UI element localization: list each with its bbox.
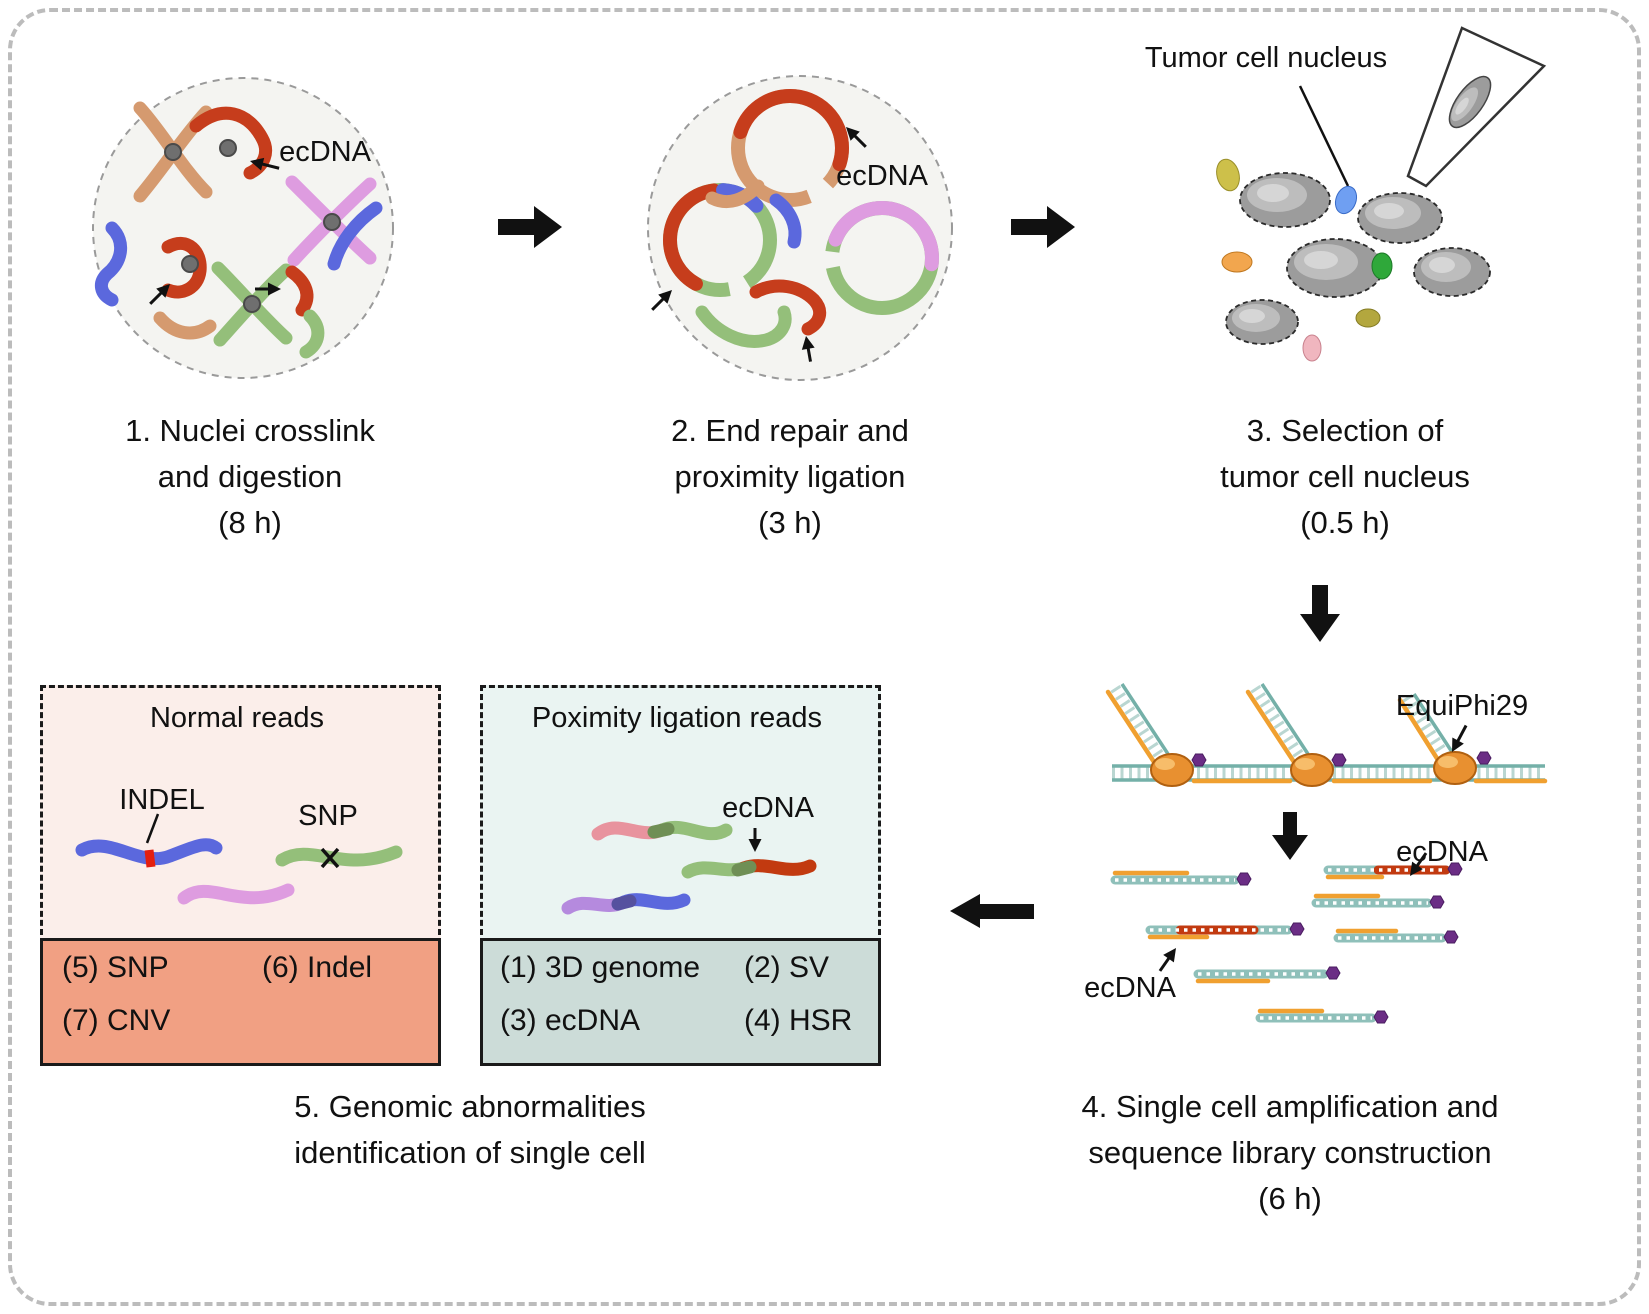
caption-line: proximity ligation — [674, 459, 906, 494]
ligation-result-item: (3) ecDNA — [500, 1004, 641, 1037]
normal-result-item: (5) SNP — [62, 951, 169, 984]
equiphi29-label: EquiPhi29 — [1395, 690, 1529, 722]
caption-line: sequence library construction — [1088, 1135, 1492, 1170]
caption-line: 3. Selection of — [1246, 413, 1444, 448]
ecdna-label-step1: ecDNA — [279, 136, 371, 168]
caption-line: (6 h) — [1258, 1181, 1322, 1216]
ligation-result-item: (4) HSR — [744, 1004, 853, 1037]
caption-line: (3 h) — [758, 505, 822, 540]
caption-line: tumor cell nucleus — [1220, 459, 1470, 494]
figure-border — [8, 8, 1641, 1306]
ecdna-label-fragment-upper: ecDNA — [1396, 836, 1488, 868]
caption-line: and digestion — [157, 459, 343, 494]
normal-results-box — [40, 938, 441, 1066]
caption-line: 5. Genomic abnormalities — [294, 1089, 646, 1124]
caption-line: (0.5 h) — [1300, 505, 1390, 540]
ligation-reads-title: Poximity ligation reads — [531, 702, 823, 734]
ecdna-label-ligation: ecDNA — [722, 792, 814, 824]
ligation-result-item: (2) SV — [744, 951, 830, 984]
snp-label: SNP — [298, 800, 358, 832]
ecdna-label-step2: ecDNA — [836, 160, 928, 192]
tumor-cell-nucleus-label: Tumor cell nucleus — [1144, 42, 1388, 74]
indel-label: INDEL — [119, 784, 205, 816]
caption-line: 2. End repair and — [671, 413, 909, 448]
step2-caption: 2. End repair and proximity ligation (3 … — [671, 408, 909, 546]
normal-result-item: (6) Indel — [262, 951, 373, 984]
caption-line: 1. Nuclei crosslink — [125, 413, 375, 448]
step5-caption: 5. Genomic abnormalities identification … — [294, 1084, 646, 1176]
ligation-result-item: (1) 3D genome — [500, 951, 701, 984]
step3-caption: 3. Selection of tumor cell nucleus (0.5 … — [1220, 408, 1470, 546]
normal-reads-title: Normal reads — [149, 702, 325, 734]
caption-line: (8 h) — [218, 505, 282, 540]
step4-caption: 4. Single cell amplification and sequenc… — [1081, 1084, 1498, 1222]
caption-line: 4. Single cell amplification and — [1081, 1089, 1499, 1124]
caption-line: identification of single cell — [294, 1135, 646, 1170]
normal-result-item: (7) CNV — [62, 1004, 171, 1037]
step1-caption: 1. Nuclei crosslink and digestion (8 h) — [125, 408, 375, 546]
ecdna-label-fragment-lower: ecDNA — [1084, 972, 1176, 1004]
ligation-results-box — [480, 938, 881, 1066]
